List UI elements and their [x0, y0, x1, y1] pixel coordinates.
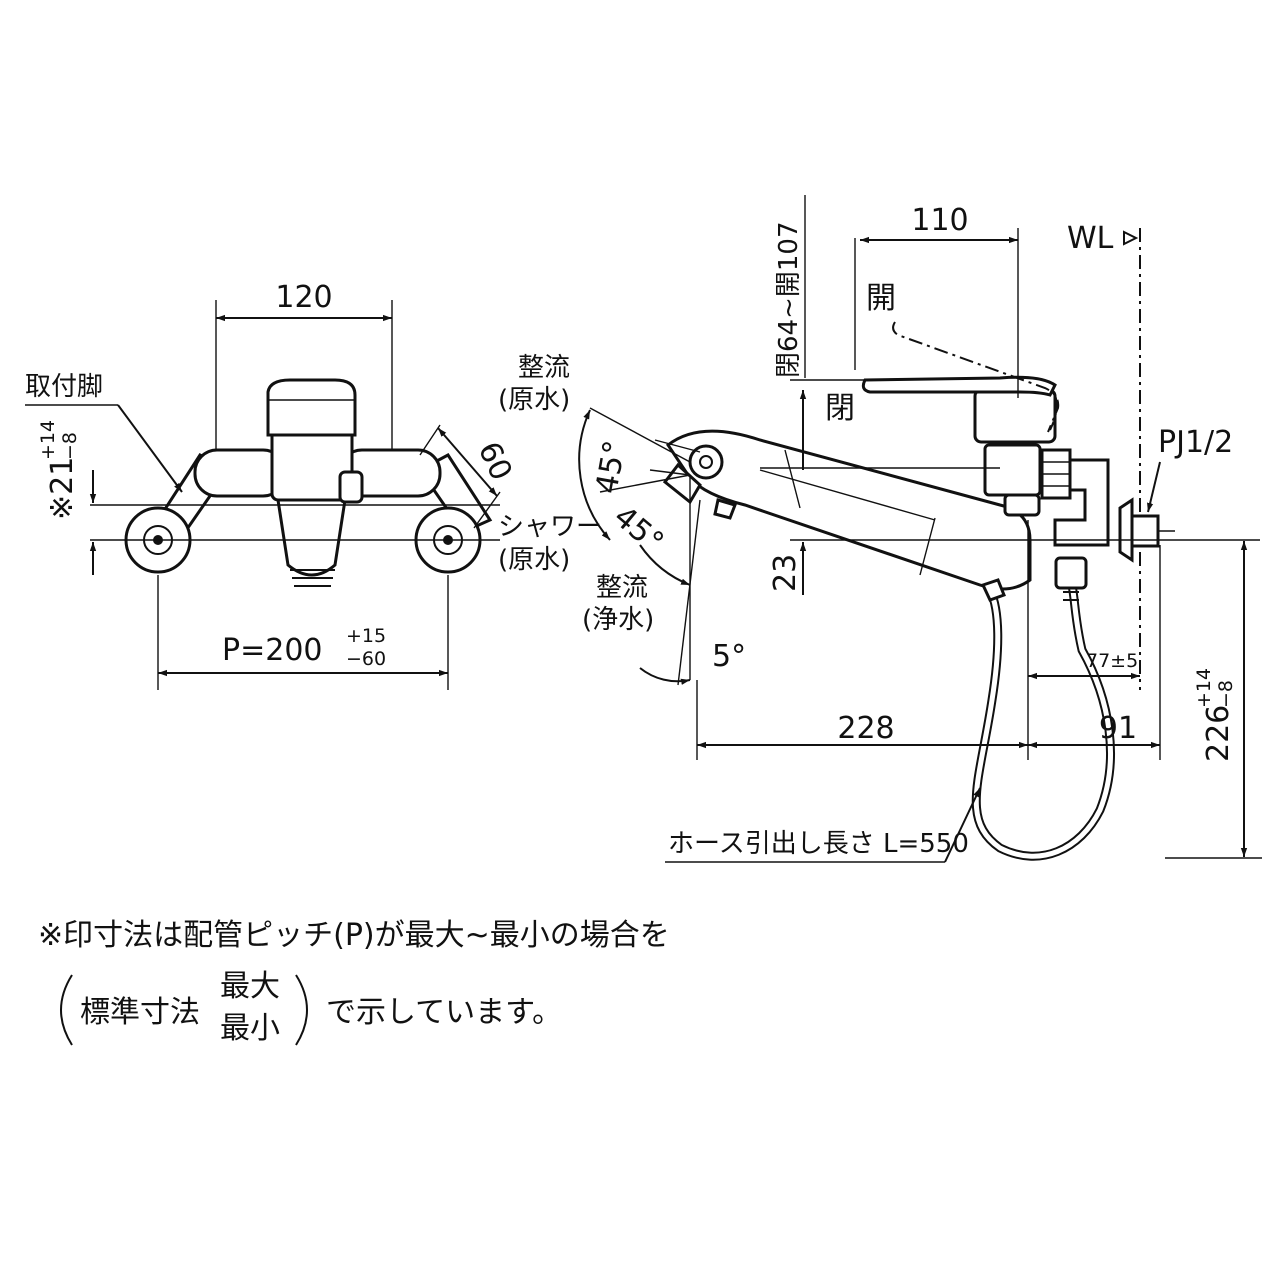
note-max: 最大 [220, 969, 280, 1004]
mount-leg-label: 取付脚 [25, 372, 103, 402]
mode-shower-sub: (原水) [498, 545, 570, 575]
elbow-pipe [1053, 458, 1110, 547]
wl-label: WL [1067, 221, 1114, 256]
diverter-knob [338, 470, 364, 504]
dim-77: 77±5 [1086, 650, 1138, 672]
front-height-dimension: ※21 [45, 457, 80, 520]
mode-straight-raw-sub: (原水) [498, 385, 570, 415]
side-height-tol-minus: −8 [1215, 680, 1237, 708]
note-standard-dims: 標準寸法 [80, 995, 200, 1030]
valve-housing [973, 388, 1057, 444]
open-label: 開 [866, 281, 896, 316]
mode-shower: シャワー [498, 512, 602, 542]
mode-straight-purified-sub: (浄水) [582, 605, 654, 635]
height-23: 23 [768, 554, 803, 592]
side-height-tol-plus: +14 [1193, 668, 1215, 708]
dim-91: 91 [1099, 711, 1137, 746]
note-bracket-left [60, 974, 73, 1046]
pull-out-hose [971, 584, 1115, 861]
angle-45-lower: 45° [607, 499, 670, 560]
dim-228: 228 [837, 711, 894, 746]
angle-5: 5° [712, 639, 746, 674]
spout-stub [276, 498, 347, 577]
side-height-dimension: 226 [1201, 705, 1236, 762]
note-min: 最小 [220, 1011, 280, 1046]
pitch-dimension: P=200 [222, 633, 323, 668]
mode-straight-raw: 整流 [518, 353, 570, 383]
note-line-1: ※印寸法は配管ピッチ(P)が最大~最小の場合を [38, 918, 670, 953]
leg-dimension-60: 60 [471, 437, 519, 486]
valve-body [983, 443, 1042, 497]
wl-marker [1123, 230, 1139, 246]
mode-straight-purified: 整流 [596, 573, 648, 603]
hose-length-label: ホース引出し長さ L=550 [668, 829, 969, 859]
lever-open [892, 321, 1060, 433]
spray-angle-arc [578, 409, 611, 541]
pitch-tol-plus: +15 [346, 625, 386, 647]
side-view: WL [498, 195, 1262, 863]
width-dimension-120: 120 [275, 280, 332, 315]
pitch-tol-minus: −60 [346, 648, 386, 670]
cartridge-cap [1003, 493, 1041, 517]
side-wall-flange [1118, 497, 1175, 563]
closed-label: 閉 [825, 391, 855, 426]
spout-thread [290, 569, 335, 587]
front-view: 120 60 取付脚 ※21 +14 −8 P=200 +15 −60 [25, 280, 519, 690]
note-line-2-suffix: で示しています。 [326, 995, 562, 1030]
spout-to-lever-dim: 110 [911, 203, 968, 238]
lever-closed [861, 375, 1057, 397]
front-height-tol-plus: +14 [37, 420, 59, 460]
lever-range-dim: 閉64~開107 [774, 222, 804, 379]
note-bracket-right [295, 974, 308, 1046]
front-height-tol-minus: −8 [59, 432, 81, 460]
pj-label: PJ1/2 [1158, 425, 1233, 460]
footnote: ※印寸法は配管ピッチ(P)が最大~最小の場合を 標準寸法 最大 最小 で示してい… [38, 918, 670, 1046]
lever-top [266, 378, 357, 437]
